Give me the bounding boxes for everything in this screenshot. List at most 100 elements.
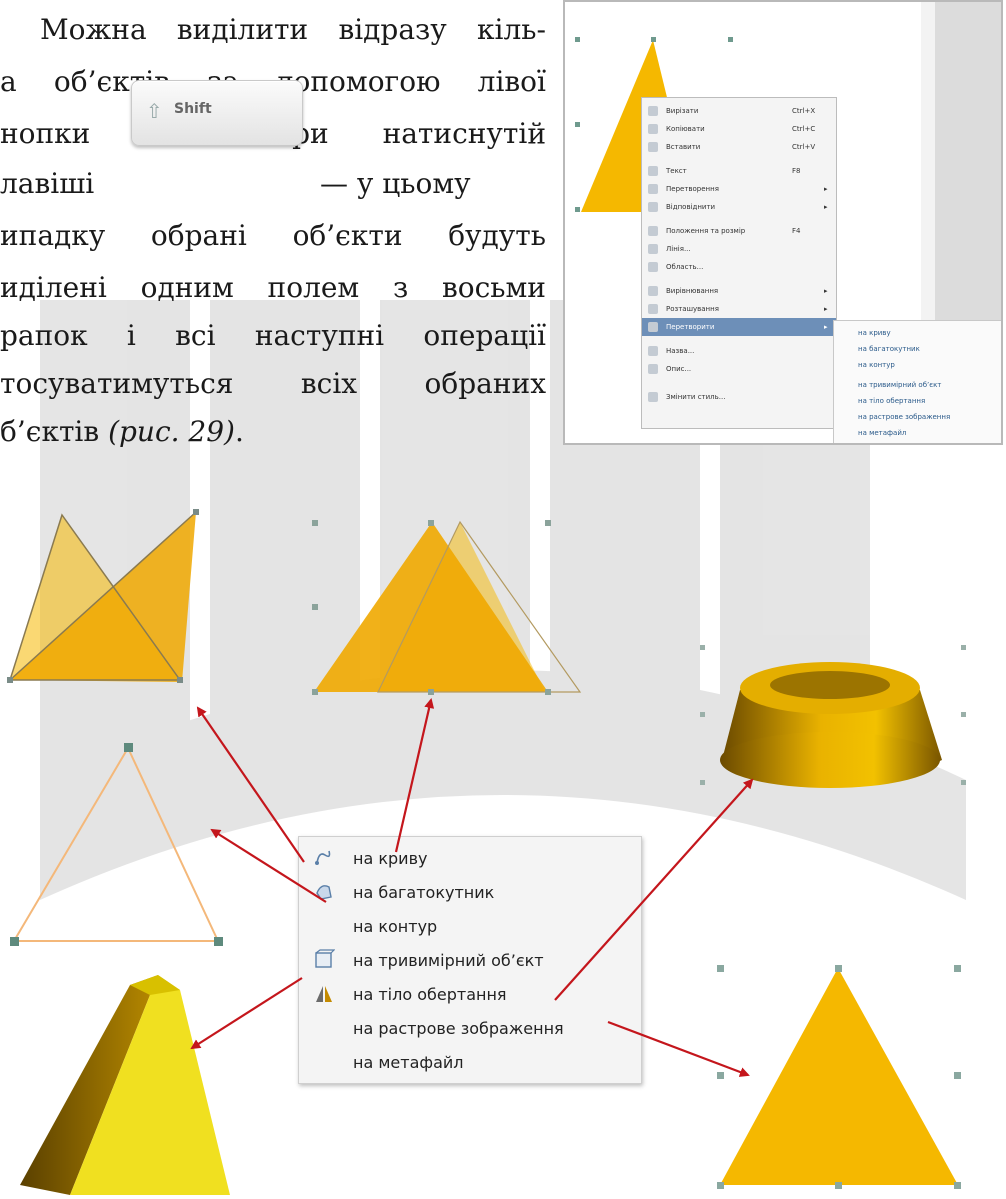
menu-label: Назва... [666,347,695,355]
menu-item-arrange[interactable]: Розташування▸ [642,300,836,318]
description-icon [648,364,658,374]
menu-item-convert[interactable]: Перетворити ▸ [642,318,836,336]
menu-label: Лінія... [666,245,691,253]
submenu-item[interactable]: на тіло обертання [858,397,926,405]
submenu-arrow: ▸ [824,287,828,295]
cut-icon [648,106,658,116]
word: рапок [0,319,88,352]
menu-item-name[interactable]: Назва... [642,342,836,360]
menu-item-line[interactable]: Лінія... [642,240,836,258]
menu-label: Область... [666,263,704,271]
word: восьми [441,271,546,304]
menu-label: Перетворення [666,185,719,193]
submenu-item[interactable]: на контур [858,361,895,369]
menu-item-flip[interactable]: Відповіднити ▸ [642,198,836,216]
submenu-arrow: ▸ [824,185,828,193]
word: б’єктів [0,415,109,448]
para-line-4-suffix: — у цьому [320,164,471,204]
menu-label: на криву [353,849,428,868]
convert-to-bitmap[interactable]: на растрове зображення [299,1013,641,1045]
arrange-icon [648,304,658,314]
word: всіх [300,367,358,400]
menu-label: Змінити стиль... [666,393,726,401]
transform-icon [648,184,658,194]
menu-item-align[interactable]: Вирівнювання▸ [642,282,836,300]
submenu-arrow: ▸ [824,323,828,331]
word: лівої [477,65,546,98]
shift-key-image: ⇧ Shift [131,80,303,146]
menu-label: Відповіднити [666,203,716,211]
word: операції [423,319,546,352]
menu-item-description[interactable]: Опис... [642,360,836,378]
submenu-item[interactable]: на криву [858,329,891,337]
menu-shortcut: F8 [792,167,801,175]
word: — у цьому [320,167,471,200]
convert-to-contour[interactable]: на контур [299,911,641,943]
text-icon [648,166,658,176]
word: обрані [150,219,247,252]
submenu-arrow: ▸ [824,305,828,313]
polygon-icon [316,885,332,900]
menu-item-position-size[interactable]: Положення та розмір F4 [642,222,836,240]
3d-object-figure [20,975,230,1195]
submenu-item[interactable]: на метафайл [858,429,907,437]
menu-shortcut: Ctrl+V [792,143,816,151]
para-line-1: Можна виділити відразу кіль- [40,10,546,50]
shift-arrow-icon: ⇧ [146,99,163,123]
convert-to-polygon[interactable]: на багатокутник [299,877,641,909]
area-icon [648,262,658,272]
submenu-item[interactable]: на растрове зображення [858,413,951,421]
copy-icon [648,124,658,134]
figure-reference: (рис. 29) [108,415,235,448]
word: відразу [338,13,447,46]
curve-figure [7,509,199,683]
word: нопки [0,117,91,150]
menu-label: на метафайл [353,1053,464,1072]
paste-icon [648,142,658,152]
line-icon [648,244,658,254]
para-line-4: лавіші [0,164,94,204]
para-line-5: ипадку обрані об’єкти будуть [0,216,546,256]
menu-item-area[interactable]: Область... [642,258,836,276]
word: наступні [254,319,385,352]
handle [575,37,580,42]
3d-object-icon [315,949,335,968]
para-line-7: рапок і всі наступні операції [0,316,546,356]
word: лавіші [0,167,95,200]
shift-key-label: Shift [174,101,212,117]
flip-icon [648,202,658,212]
word: і [126,319,136,352]
menu-label: Положення та розмір [666,227,746,235]
menu-label: Вставити [666,143,701,151]
word: полем [267,271,360,304]
menu-shortcut: Ctrl+X [792,107,816,115]
menu-item-transform[interactable]: Перетворення ▸ [642,180,836,198]
curve-icon [315,850,331,865]
word: допомогою [276,65,441,98]
word: обраних [424,367,546,400]
convert-to-rotation-body[interactable]: на тіло обертання [299,979,641,1011]
menu-label: на растрове зображення [353,1019,564,1038]
menu-label: на контур [353,917,438,936]
word: тосуватимуться [0,367,234,400]
menu-item-edit-style[interactable]: Змінити стиль... [642,388,836,406]
menu-item-paste[interactable]: Вставити Ctrl+V [642,138,836,156]
convert-to-metafile[interactable]: на метафайл [299,1047,641,1079]
submenu-item[interactable]: на багатокутник [858,345,920,353]
contour-figure [10,743,223,946]
menu-label: Перетворити [666,323,715,331]
convert-submenu: на криву на багатокутник на контур на тр… [298,836,642,1084]
menu-shortcut: F4 [792,227,801,235]
convert-to-curve[interactable]: на криву [299,843,641,875]
convert-to-3d-object[interactable]: на тривимірний об’єкт [299,945,641,977]
rotation-body-figure [700,645,966,788]
submenu-item[interactable]: на тривимірний об’єкт [858,381,942,389]
para-line-6: иділені одним полем з восьми [0,268,546,308]
submenu-arrow: ▸ [824,203,828,211]
position-icon [648,226,658,236]
